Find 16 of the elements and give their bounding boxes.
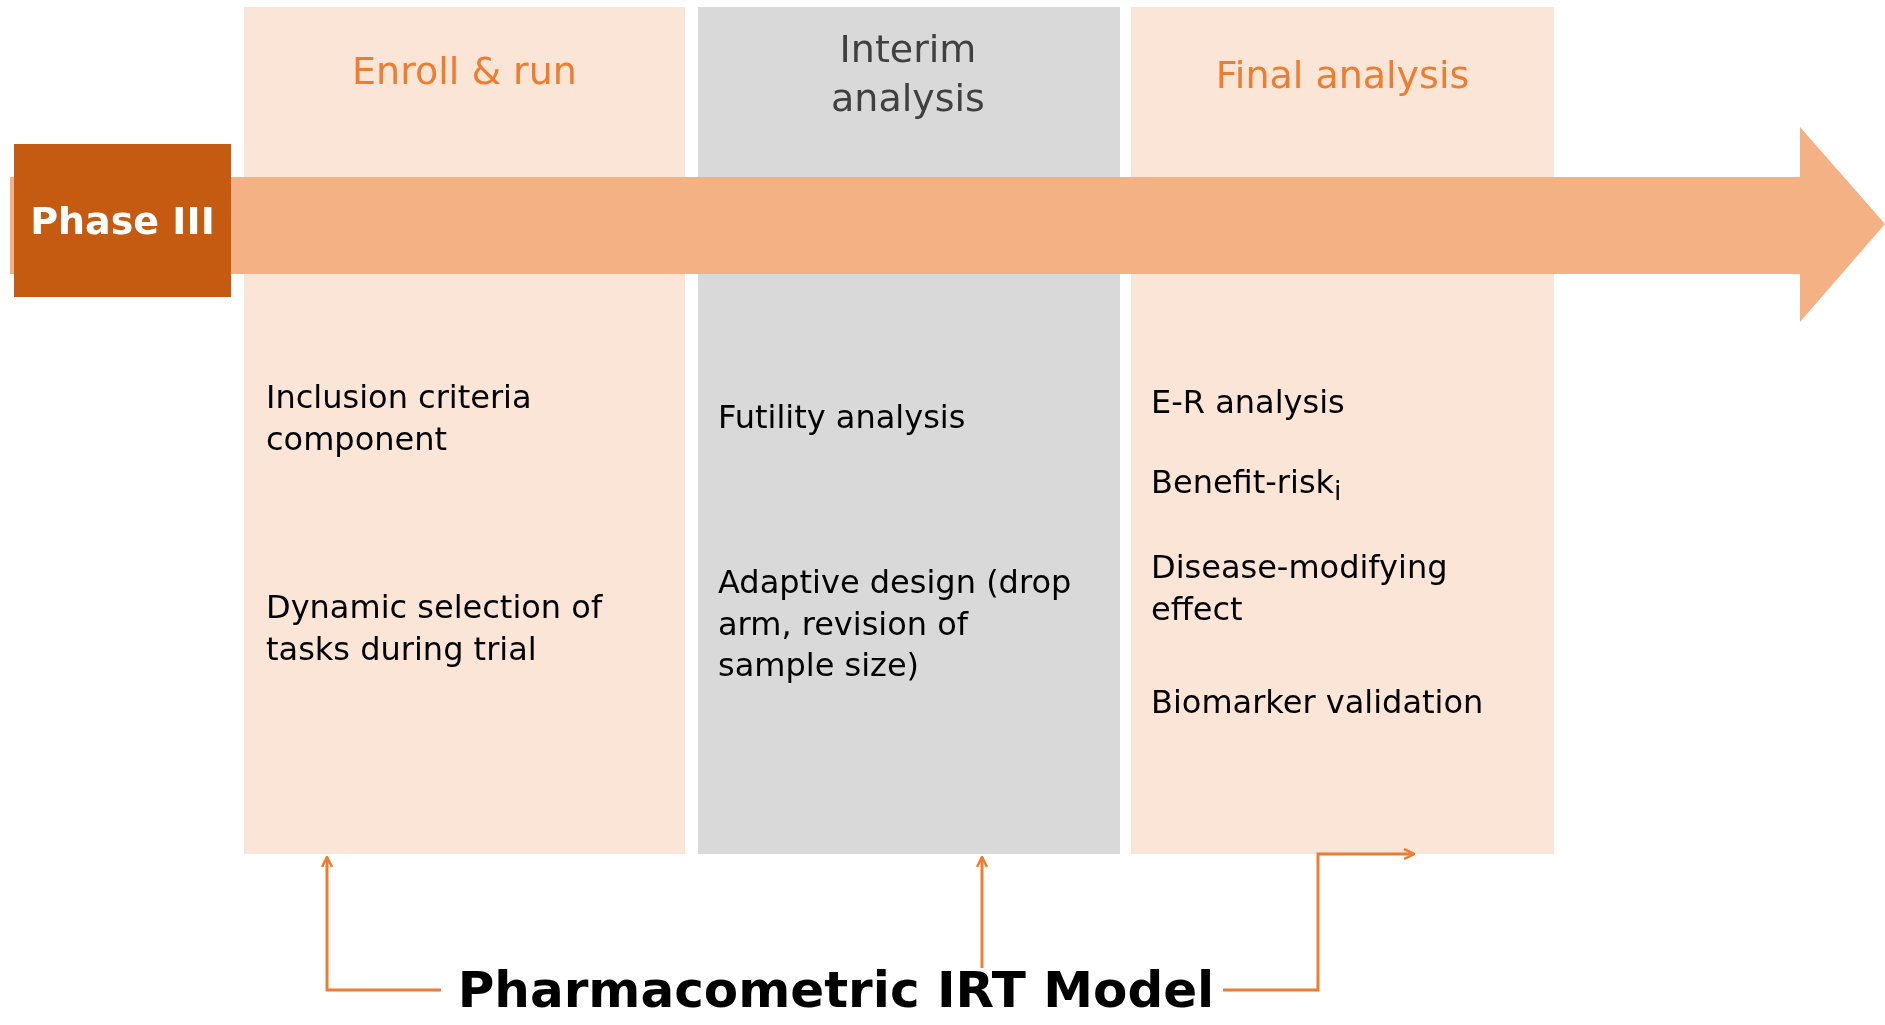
model-label: Pharmacometric IRT Model	[451, 960, 1221, 1020]
stage-heading: Final analysis	[1214, 52, 1471, 99]
stage-item: Disease-modifying effect	[1151, 547, 1449, 630]
arrow	[320, 855, 441, 992]
stage-item: Inclusion criteria component	[266, 377, 533, 460]
stage-heading: Interim analysis	[830, 26, 986, 123]
stage-heading: Enroll & run	[351, 48, 578, 95]
stage-item: Adaptive design (drop arm, revision of sample size)	[718, 562, 1073, 687]
arrow	[975, 855, 989, 968]
arrow	[1223, 847, 1416, 992]
stage-item: E-R analysis	[1151, 382, 1346, 423]
stage-item: Benefit-risk$_{i}$	[1151, 462, 1343, 509]
stage-item: Futility analysis	[718, 397, 967, 438]
phase-label-box: Phase III	[14, 144, 231, 297]
stage-item: Dynamic selection of tasks during trial	[266, 587, 604, 670]
stage-item: Biomarker validation	[1151, 682, 1485, 723]
